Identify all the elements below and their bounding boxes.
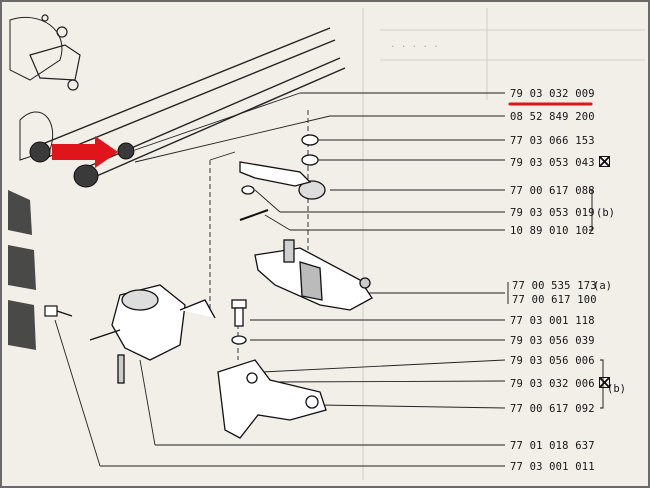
note-b: (b) [596, 207, 615, 219]
leader-lines [54, 92, 506, 467]
part-number: 77 00 617 088 [510, 185, 595, 197]
part-number: 77 01 018 637 [510, 440, 595, 452]
note-b: (b) [607, 383, 626, 395]
part-number: 77 03 001 118 [510, 315, 595, 327]
top-left-bracket [29, 14, 81, 91]
part-number: 79 03 053 043 [510, 157, 595, 169]
small-lever [239, 161, 312, 187]
part-number: 79 03 056 039 [510, 335, 595, 347]
long-bolt [44, 305, 73, 317]
ghost-text: . . . . . [390, 40, 439, 50]
part-number: 77 03 066 153 [510, 135, 595, 147]
part-number: 79 03 056 006 [510, 355, 595, 367]
lower-bracket [217, 359, 327, 439]
part-number: 08 52 849 200 [510, 111, 595, 123]
note-a: (a) [593, 280, 612, 292]
mechanism-housing [89, 284, 216, 384]
bolt [231, 299, 247, 345]
part-number-with-box: 79 03 053 043 [510, 155, 610, 169]
part-number: 77 03 001 011 [510, 461, 595, 473]
x-box-icon [598, 156, 610, 167]
red-arrow [52, 136, 118, 168]
part-number-with-box: 79 03 032 006 [510, 376, 610, 390]
rod-bushings [29, 141, 135, 188]
selector-plate [254, 239, 373, 311]
x-box-icon [598, 377, 610, 388]
washers [241, 134, 326, 200]
part-number: 79 03 053 019 [510, 207, 595, 219]
part-number: 77 00 617 092 [510, 403, 595, 415]
part-number: 79 03 032 009 [510, 88, 595, 100]
part-number: 77 00 535 173 [512, 280, 597, 292]
part-number: 77 00 617 100 [512, 294, 597, 306]
part-number: 79 03 032 006 [510, 378, 595, 390]
part-number: 10 89 010 102 [510, 225, 595, 237]
